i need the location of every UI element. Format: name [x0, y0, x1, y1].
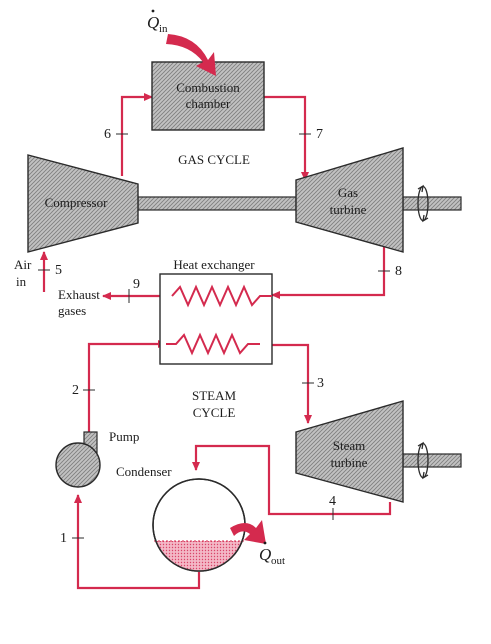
pump: [55, 442, 101, 488]
steam-turbine: [295, 400, 404, 503]
gas-turbine-label-2: turbine: [330, 202, 367, 217]
heat-out-symbol: Q: [259, 545, 271, 564]
state-label-7: 7: [316, 127, 323, 142]
steam-shaft-rotation-icon: [417, 441, 429, 480]
heat-out-arrow-icon: [230, 520, 266, 544]
heat-exchanger-gas-coil: [171, 284, 272, 308]
flow-line-3: [260, 343, 312, 424]
flow-line-1: [74, 494, 201, 590]
state-label-3: 3: [317, 376, 324, 391]
compressor-label: Compressor: [45, 195, 109, 210]
state-label-2: 2: [72, 383, 79, 398]
gas-shaft: [137, 196, 297, 211]
gas-cycle-label: GAS CYCLE: [178, 152, 250, 167]
flow-line-8: [271, 245, 386, 299]
exhaust-label-1: Exhaust: [58, 287, 100, 302]
state-label-4: 4: [329, 494, 336, 509]
heat-out-dot: [263, 541, 267, 545]
gas-turbine: [295, 147, 404, 253]
combustion-chamber-label-1: Combustion: [176, 80, 240, 95]
heat-out-subscript: out: [271, 555, 285, 567]
state-ticks: [38, 133, 390, 539]
state-label-9: 9: [133, 277, 140, 292]
flow-line-7: [264, 95, 309, 181]
pump-label: Pump: [109, 429, 139, 444]
state-label-5: 5: [55, 263, 62, 278]
state-label-6: 6: [104, 127, 111, 142]
state-label-8: 8: [395, 264, 402, 279]
heat-in-dot: [151, 9, 155, 13]
steam-cycle-label-1: STEAM: [192, 388, 237, 403]
flow-line-4: [192, 444, 392, 516]
air-in-label-1: Air: [14, 257, 32, 272]
steam-turbine-label-2: turbine: [331, 455, 368, 470]
heat-exchanger-water-coil: [166, 332, 260, 356]
flow-line-2: [87, 340, 167, 432]
heat-in-arrow-icon: [166, 34, 216, 76]
flow-lines: [40, 93, 392, 590]
heat-exchanger-label: Heat exchanger: [173, 257, 255, 272]
steam-turbine-label-1: Steam: [333, 438, 366, 453]
heat-in-subscript: in: [159, 23, 168, 35]
exhaust-label-2: gases: [58, 303, 86, 318]
gas-shaft-rotation-icon: [417, 184, 429, 223]
gas-turbine-label-1: Gas: [338, 185, 358, 200]
condenser-label: Condenser: [116, 464, 172, 479]
state-label-1: 1: [60, 531, 67, 546]
gas-turbine-shaft: [402, 196, 462, 211]
heat-exchanger: [159, 273, 273, 365]
air-in-label-2: in: [16, 274, 27, 289]
combustion-chamber-label-2: chamber: [186, 96, 231, 111]
flow-line-6: [120, 93, 153, 176]
steam-turbine-shaft: [402, 453, 462, 468]
heat-in-symbol: Q: [147, 13, 159, 32]
compressor: [27, 154, 139, 253]
steam-cycle-label-2: CYCLE: [193, 405, 236, 420]
